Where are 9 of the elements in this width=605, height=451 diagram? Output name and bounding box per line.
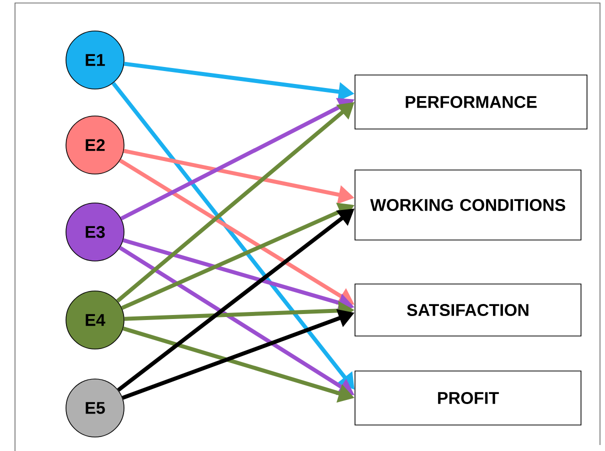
label-box: PROFIT [354, 370, 582, 426]
label-box: WORKING CONDITIONS [354, 170, 582, 240]
circle-node: E1 [66, 30, 124, 90]
label-box: SATSIFACTION [354, 284, 582, 336]
circle-node: E5 [66, 378, 124, 438]
circle-node: E4 [66, 290, 124, 350]
circle-node: E2 [66, 116, 124, 174]
label-box: PERFORMANCE [354, 74, 588, 130]
circle-node: E3 [66, 202, 124, 262]
